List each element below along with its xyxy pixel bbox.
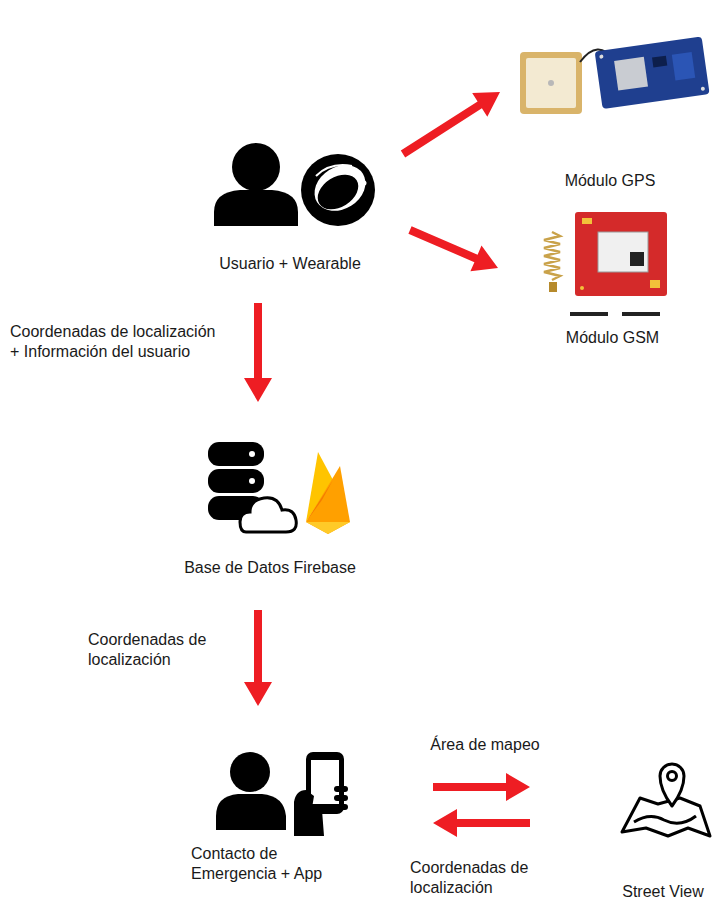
edge-label: Coordenadas de localización + Informació… bbox=[10, 322, 225, 362]
illustration-part bbox=[570, 312, 608, 316]
illustration-part bbox=[630, 252, 644, 266]
street-view-node: Street View bbox=[610, 748, 716, 906]
user-wearable-node: Usuario + Wearable bbox=[195, 140, 385, 278]
edge-label: Coordenadas de localización bbox=[410, 858, 542, 898]
illustration-part bbox=[334, 786, 348, 792]
illustration-part bbox=[362, 181, 367, 186]
node-label: Módulo GPS bbox=[565, 171, 656, 191]
illustration-part bbox=[208, 469, 264, 493]
illustration-part bbox=[595, 36, 710, 108]
illustration-part bbox=[306, 466, 350, 534]
illustration-part bbox=[549, 282, 557, 292]
illustration-part bbox=[232, 143, 280, 191]
illustration-part bbox=[334, 804, 348, 810]
illustration-part bbox=[614, 57, 648, 91]
flow-arrow bbox=[408, 226, 498, 271]
illustration-part bbox=[216, 794, 286, 830]
ring-icon bbox=[301, 154, 375, 226]
illustration-part bbox=[622, 312, 660, 316]
illustration-part bbox=[301, 154, 375, 226]
illustration-part bbox=[580, 286, 584, 290]
illustration-part bbox=[660, 764, 684, 806]
illustration-part bbox=[316, 165, 352, 176]
edge-label: Coordenadas de localización bbox=[88, 630, 220, 670]
illustration-part bbox=[548, 80, 554, 86]
illustration-part bbox=[575, 212, 667, 296]
illustration-part bbox=[544, 232, 560, 280]
edge-label: Área de mapeo bbox=[425, 735, 545, 755]
illustration-part bbox=[595, 36, 710, 108]
node-label: Street View bbox=[622, 882, 704, 902]
node-label: Contacto de Emergencia + App bbox=[191, 844, 341, 884]
flow-arrow bbox=[433, 809, 530, 837]
gsm-module-node: Módulo GSM bbox=[510, 200, 715, 352]
flow-arrow bbox=[244, 610, 272, 706]
gsm-module-picture bbox=[544, 212, 667, 316]
illustration-part bbox=[650, 280, 660, 288]
node-label: Módulo GSM bbox=[566, 328, 659, 348]
flow-arrow bbox=[244, 303, 272, 402]
illustration-part bbox=[214, 190, 298, 226]
illustration-part bbox=[230, 752, 270, 792]
illustration-part bbox=[622, 798, 710, 836]
node-label: Base de Datos Firebase bbox=[184, 558, 356, 578]
illustration-part bbox=[249, 478, 255, 484]
node-label: Usuario + Wearable bbox=[219, 254, 361, 274]
illustration-part bbox=[598, 232, 648, 272]
flow-arrow bbox=[433, 773, 530, 801]
illustration-part bbox=[294, 790, 324, 836]
illustration-part bbox=[652, 56, 667, 68]
illustration-part bbox=[582, 218, 592, 224]
illustration-part bbox=[208, 442, 264, 466]
flow-arrow bbox=[401, 92, 500, 157]
illustration-part bbox=[306, 156, 374, 220]
map-icon bbox=[622, 764, 710, 836]
illustration-part bbox=[634, 816, 696, 823]
gps-module-picture bbox=[520, 36, 710, 114]
illustration-part bbox=[334, 795, 348, 801]
firebase-flame-icon bbox=[306, 452, 350, 534]
illustration-part bbox=[520, 52, 582, 114]
illustration-part bbox=[672, 52, 695, 81]
person-phone-icon bbox=[216, 752, 348, 836]
illustration-part bbox=[701, 87, 706, 92]
database-icon bbox=[208, 442, 296, 532]
person-icon bbox=[214, 143, 298, 226]
illustration-part bbox=[311, 168, 364, 217]
database-node: Base de Datos Firebase bbox=[165, 432, 375, 582]
illustration-part bbox=[599, 54, 604, 59]
illustration-part bbox=[668, 772, 677, 781]
illustration-part bbox=[306, 480, 333, 522]
emergency-contact-node: Contacto de Emergencia + App bbox=[185, 748, 365, 888]
illustration-part bbox=[249, 451, 255, 457]
illustration-part bbox=[240, 498, 296, 532]
illustration-part bbox=[306, 522, 350, 534]
gps-module-node: Módulo GPS bbox=[505, 10, 715, 195]
illustration-part bbox=[526, 58, 576, 108]
